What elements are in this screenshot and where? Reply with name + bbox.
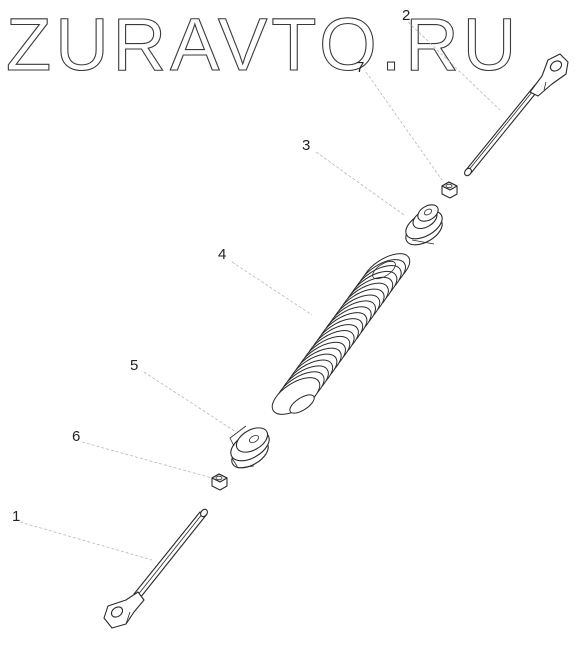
part-3-upper-seat: [405, 204, 443, 246]
callout-7: 7: [356, 59, 364, 76]
part-6-lower-nut: [211, 473, 228, 491]
part-7-upper-nut: [441, 181, 458, 199]
watermark-logo: ZURAVTO.RU: [6, 3, 520, 86]
callout-1: 1: [12, 508, 20, 525]
part-2-upper-rod: [464, 53, 569, 177]
part-5-lower-seat: [229, 425, 270, 469]
leader-lines: [19, 21, 501, 561]
part-1-lower-rod: [103, 508, 208, 629]
callout-3: 3: [302, 137, 310, 154]
callout-labels: 1 2 3 4 5 6 7: [12, 7, 410, 525]
part-4-coil-spring: [271, 253, 411, 415]
callout-4: 4: [218, 246, 226, 263]
callout-5: 5: [130, 357, 138, 374]
callout-6: 6: [72, 428, 80, 445]
callout-2: 2: [402, 7, 410, 24]
